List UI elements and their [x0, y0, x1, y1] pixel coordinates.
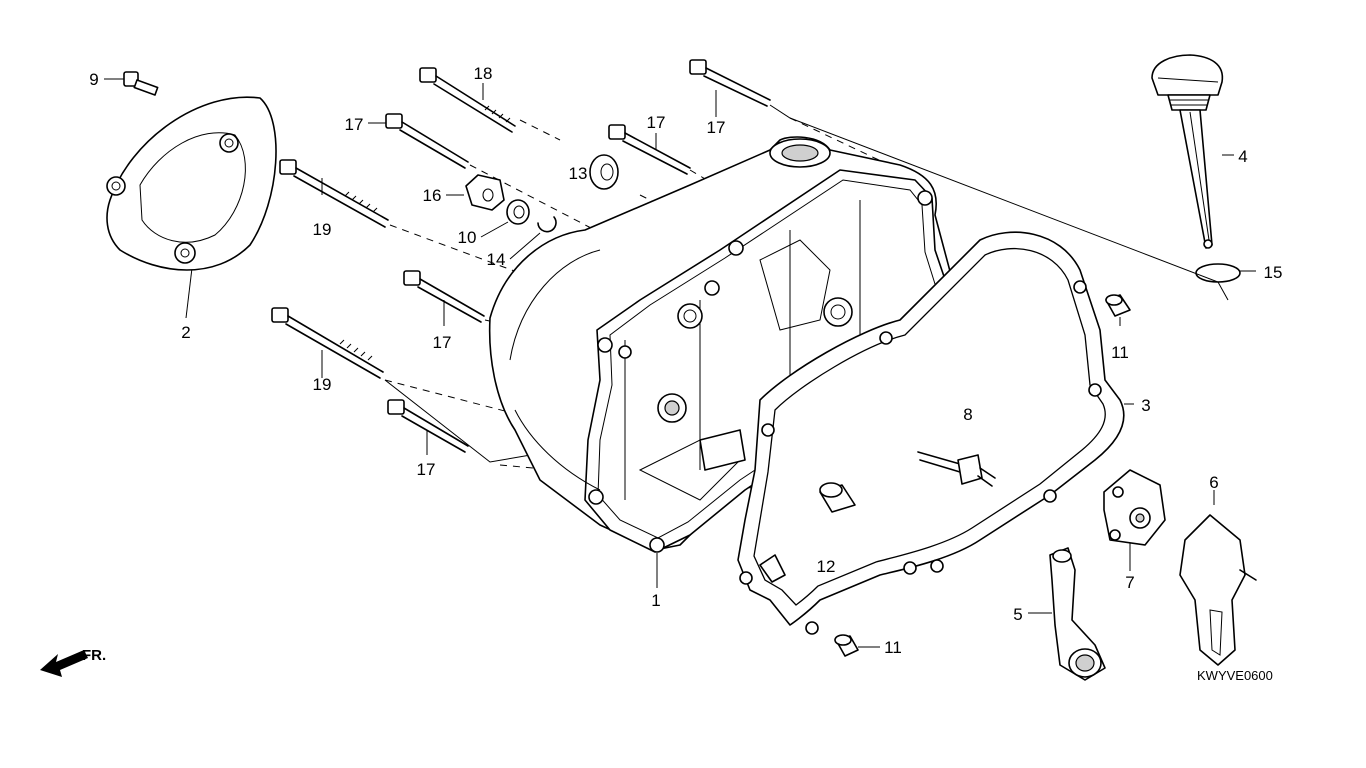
- callout-19-a: 19: [313, 220, 332, 239]
- oil-level-gauge: [1151, 54, 1224, 249]
- callout-11-lower: 11: [884, 638, 902, 657]
- lifter-plate: [1103, 469, 1166, 546]
- dowel-pin-12: [819, 482, 856, 513]
- callout-19-b: 19: [313, 375, 332, 394]
- bolts: [271, 59, 771, 453]
- callout-4: 4: [1238, 147, 1247, 166]
- callout-16: 16: [423, 186, 442, 205]
- callout-14: 14: [487, 250, 506, 269]
- callout-13: 13: [569, 164, 588, 183]
- callout-labels: 1 2 3 4 5 6 7 8 9 10 11 11 12 13 14 15 1…: [89, 64, 1282, 657]
- callout-5: 5: [1013, 605, 1022, 624]
- o-ring: [1195, 263, 1241, 283]
- callout-17-b: 17: [647, 113, 666, 132]
- callout-1: 1: [651, 591, 660, 610]
- callout-10: 10: [458, 228, 477, 247]
- callout-17-a: 17: [345, 115, 364, 134]
- callout-9: 9: [89, 70, 98, 89]
- callout-17-c: 17: [707, 118, 726, 137]
- right-crankcase-cover: [488, 136, 956, 553]
- callout-7: 7: [1125, 573, 1134, 592]
- stud-bolt: [917, 451, 996, 487]
- clutch-lifter-arm: [1049, 547, 1106, 681]
- dowel-pins: [834, 294, 1131, 657]
- catalog-code: KWYVE0600: [1197, 668, 1273, 683]
- small-parts: [465, 154, 619, 233]
- screw: [123, 71, 159, 96]
- callout-3: 3: [1141, 396, 1150, 415]
- clutch-cover-plate: [106, 96, 277, 271]
- callout-8: 8: [963, 405, 972, 424]
- callout-12: 12: [817, 557, 836, 576]
- callout-11-upper: 11: [1111, 343, 1129, 362]
- callout-17-d: 17: [433, 333, 452, 352]
- lifter-cam-plate: [1179, 514, 1257, 666]
- cover-gasket: [737, 231, 1125, 635]
- front-arrow: FR.: [40, 647, 106, 677]
- callout-18: 18: [474, 64, 493, 83]
- callout-2: 2: [181, 323, 190, 342]
- callout-6: 6: [1209, 473, 1218, 492]
- callout-17-e: 17: [417, 460, 436, 479]
- callout-15: 15: [1264, 263, 1283, 282]
- front-indicator-label: FR.: [82, 647, 106, 664]
